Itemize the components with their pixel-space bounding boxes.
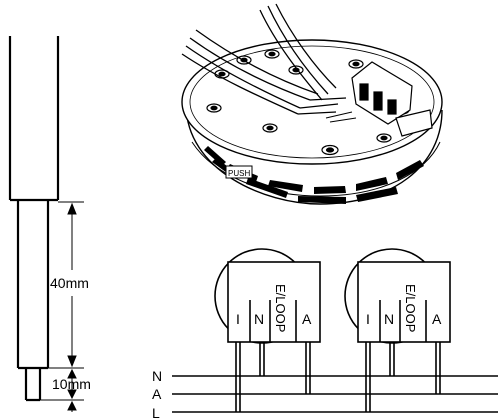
dimension-label-10mm: 10mm [52, 376, 91, 392]
push-tab-label: PUSH [228, 169, 250, 178]
push-tab [225, 165, 253, 179]
cable-bare-conductor [24, 368, 42, 402]
terminal-label-a-2: A [432, 311, 442, 327]
bus-label-n: N [152, 368, 162, 384]
base-vent-slots [204, 146, 424, 204]
terminal-label-eloop-2: E/LOOP [403, 284, 418, 332]
terminal-label-n-1: N [254, 311, 264, 327]
bus-label-l: L [152, 405, 160, 420]
terminal-label-n-2: N [384, 311, 394, 327]
terminal-block-1 [227, 261, 321, 343]
terminal-block-2 [357, 261, 451, 343]
base-terminal-block [351, 61, 433, 137]
cable-outer-sheath [8, 36, 60, 202]
wiring-schematic [172, 248, 498, 413]
incoming-cables [181, 3, 357, 123]
dimension-label-40mm: 40mm [50, 275, 89, 291]
cable-inner-insulation [16, 200, 50, 370]
terminal-label-a-1: A [302, 311, 312, 327]
cable-strip-diagram [8, 36, 84, 412]
detector-base-illustration [181, 3, 443, 205]
bus-label-a: A [152, 386, 162, 402]
terminal-label-eloop-1: E/LOOP [273, 284, 288, 332]
terminal-label-l-2: I [366, 311, 370, 327]
terminal-label-l-1: I [236, 311, 240, 327]
